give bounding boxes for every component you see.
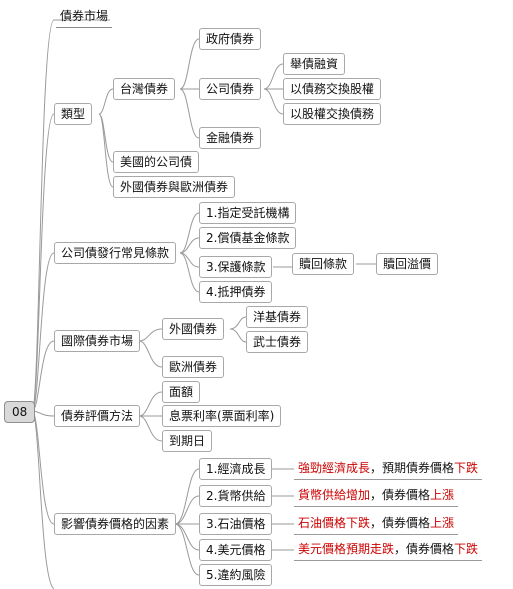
note-text: ，債券價格	[370, 516, 431, 530]
note-highlight: 貨幣供給增加	[298, 488, 371, 502]
node-us-corporate-bonds[interactable]: 美國的公司債	[113, 151, 200, 173]
node-corporate-bonds[interactable]: 公司債券	[199, 78, 262, 100]
note-effect: 上漲	[430, 488, 455, 502]
note-effect: 上漲	[430, 516, 455, 530]
node-secured-bonds[interactable]: 舉債融資	[283, 53, 346, 75]
note-effect: 下跌	[454, 542, 479, 556]
node-money-supply[interactable]: 2.貨幣供給	[199, 485, 273, 507]
node-foreign-euro-bonds[interactable]: 外國債券與歐洲債券	[113, 176, 236, 198]
node-eurobonds[interactable]: 歐洲債券	[162, 356, 225, 378]
note-money-supply: 貨幣供給增加，債券價格上漲	[294, 486, 459, 507]
note-highlight: 美元價格預期走跌	[298, 542, 395, 556]
node-bond-market[interactable]: 債券市場	[56, 6, 113, 28]
node-collateral[interactable]: 4.抵押債券	[199, 281, 273, 303]
node-trustee[interactable]: 1.指定受託機構	[199, 202, 297, 224]
node-government-bonds[interactable]: 政府債券	[199, 28, 262, 50]
node-maturity[interactable]: 到期日	[162, 430, 213, 452]
note-oil-price: 石油價格下跌，債券價格上漲	[294, 514, 459, 535]
node-taiwan-bonds[interactable]: 台灣債券	[113, 78, 176, 100]
note-text: ，預期債券價格	[370, 461, 455, 475]
node-valuation[interactable]: 債券評價方法	[54, 405, 141, 427]
node-types[interactable]: 類型	[54, 103, 93, 125]
node-international-market[interactable]: 國際債券市場	[54, 330, 141, 352]
note-highlight: 石油價格下跌	[298, 516, 371, 530]
node-financial-bonds[interactable]: 金融債券	[199, 127, 262, 149]
node-call-premium[interactable]: 贖回溢價	[376, 253, 439, 275]
node-default-risk[interactable]: 5.違約風險	[199, 564, 273, 586]
node-exchangeable-bonds[interactable]: 以債務交換股權	[283, 78, 382, 100]
note-text: ，債券價格	[370, 488, 431, 502]
node-covenants[interactable]: 公司債發行常見條款	[54, 242, 177, 264]
note-text: ，債券價格	[394, 542, 455, 556]
node-samurai-bonds[interactable]: 武士債券	[246, 331, 309, 353]
note-effect: 下跌	[454, 461, 479, 475]
node-yankee-bonds[interactable]: 洋基債券	[246, 306, 309, 328]
node-price-factors[interactable]: 影響債券價格的因素	[54, 513, 177, 535]
node-oil-price[interactable]: 3.石油價格	[199, 513, 273, 535]
node-equity-swap-bonds[interactable]: 以股權交換債務	[283, 103, 382, 125]
note-highlight: 強勁經濟成長	[298, 461, 371, 475]
node-foreign-bonds[interactable]: 外國債券	[162, 318, 225, 340]
node-usd-price[interactable]: 4.美元價格	[199, 539, 273, 561]
node-sinking-fund[interactable]: 2.償債基金條款	[199, 227, 297, 249]
note-usd-price: 美元價格預期走跌，債券價格下跌	[294, 540, 483, 561]
note-economic-growth: 強勁經濟成長，預期債券價格下跌	[294, 459, 483, 480]
node-economic-growth[interactable]: 1.經濟成長	[199, 458, 273, 480]
root-node[interactable]: 08	[4, 401, 36, 423]
node-coupon-rate[interactable]: 息票利率(票面利率)	[162, 405, 282, 427]
node-call-provision[interactable]: 贖回條款	[292, 253, 355, 275]
node-face-value[interactable]: 面額	[162, 381, 201, 403]
node-protective[interactable]: 3.保護條款	[199, 256, 273, 278]
